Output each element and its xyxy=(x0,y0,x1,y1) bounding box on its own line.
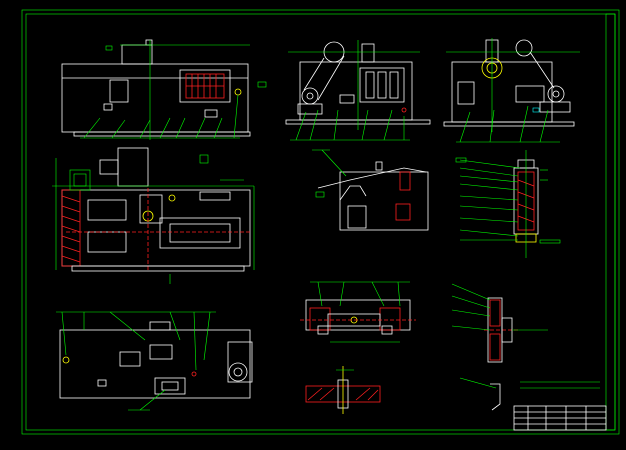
view-plan xyxy=(52,147,255,284)
detail-chute-section xyxy=(312,149,429,231)
detail-flange-section xyxy=(451,283,600,411)
view-lower-elevation xyxy=(56,311,253,411)
sheet-border xyxy=(21,9,620,435)
view-side-elevation xyxy=(285,40,431,141)
detail-rail-section xyxy=(305,366,381,414)
title-block xyxy=(513,405,607,431)
detail-vertical-assembly xyxy=(455,150,561,258)
view-front-elevation xyxy=(61,39,267,140)
detail-bearing-section xyxy=(300,281,416,343)
view-end-elevation xyxy=(443,38,580,143)
